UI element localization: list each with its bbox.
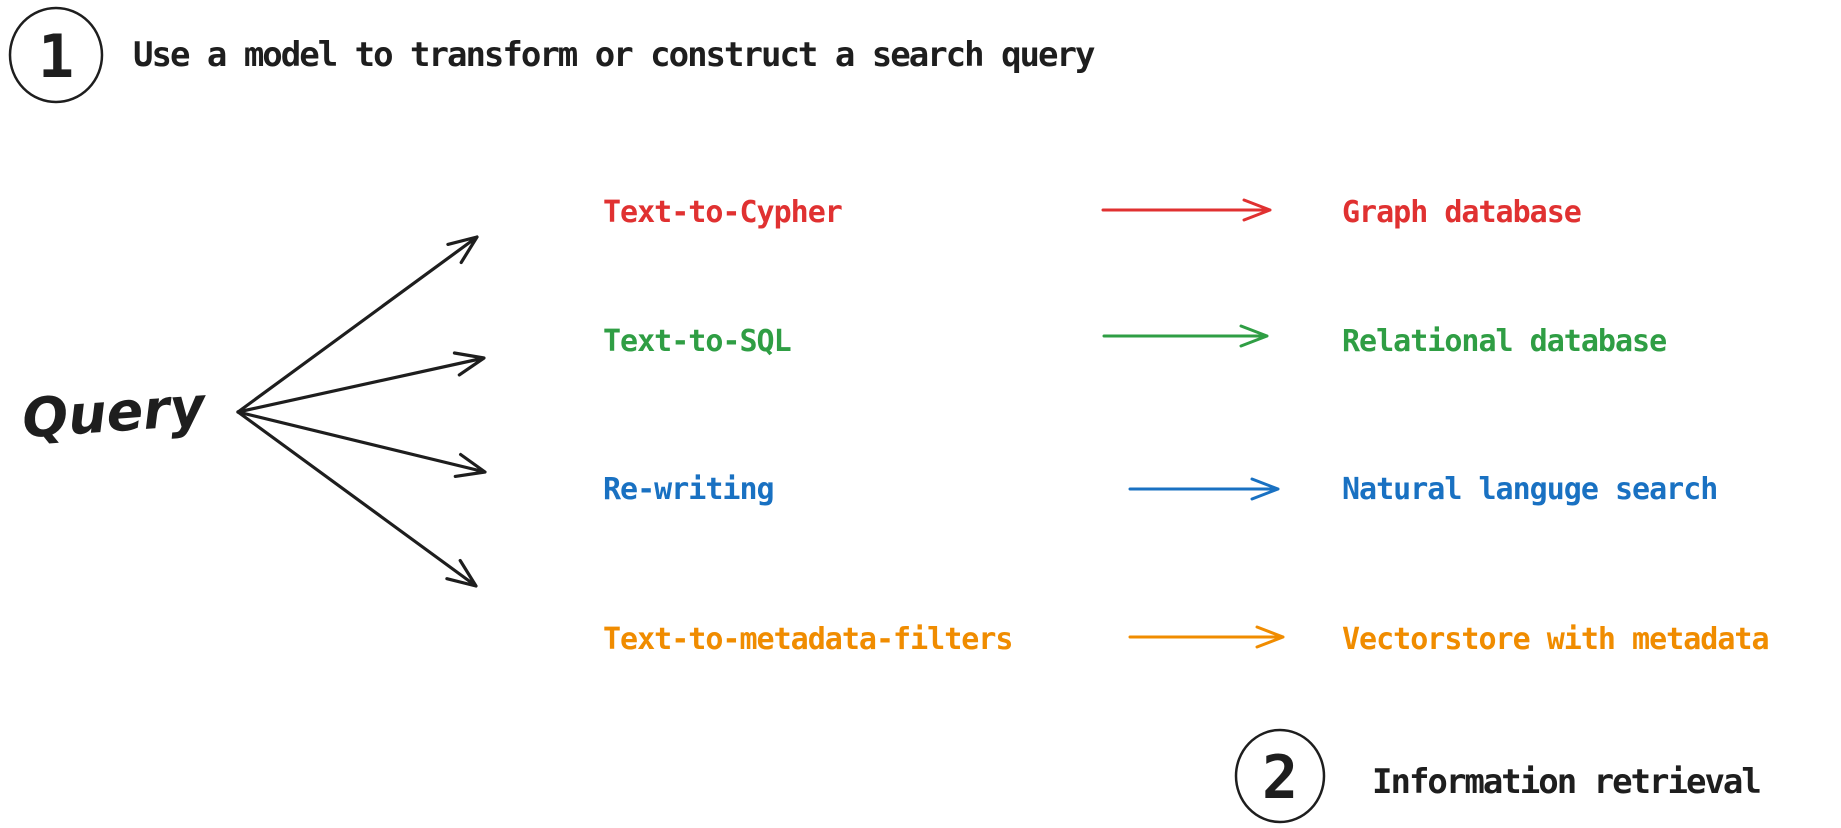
method-label-text-to-metadata-filters: Text-to-metadata-filters [603, 622, 1012, 657]
step-2-title: Information retrieval [1372, 762, 1760, 802]
arrow-text-to-cypher-to-graph-database [1101, 198, 1272, 222]
step-2-number: 2 [1262, 743, 1298, 813]
target-label-graph-database: Graph database [1342, 195, 1581, 230]
step-1-circle [8, 6, 104, 104]
fan-arrow-to-text-to-sql [236, 351, 486, 414]
target-label-relational-database: Relational database [1342, 324, 1666, 359]
method-label-text-to-cypher: Text-to-Cypher [603, 195, 842, 230]
method-label-re-writing: Re-writing [603, 472, 774, 507]
arrow-text-to-sql-to-relational-database [1102, 324, 1269, 348]
method-label-text-to-sql: Text-to-SQL [603, 324, 791, 359]
target-label-vectorstore-with-metadata: Vectorstore with metadata [1342, 622, 1769, 657]
step-2-circle [1234, 728, 1326, 824]
query-node-label: Query [20, 375, 210, 451]
fan-arrow-to-text-to-cypher [236, 235, 479, 414]
step-1-title: Use a model to transform or construct a … [133, 35, 1095, 75]
fan-arrow-to-re-writing [236, 410, 487, 478]
arrow-re-writing-to-natural-language-search [1128, 477, 1280, 501]
target-label-natural-language-search: Natural languge search [1342, 472, 1717, 507]
fan-arrow-to-text-to-metadata-filters [236, 410, 478, 588]
step-1-number: 1 [38, 22, 74, 92]
arrow-text-to-metadata-filters-to-vectorstore [1128, 625, 1285, 649]
